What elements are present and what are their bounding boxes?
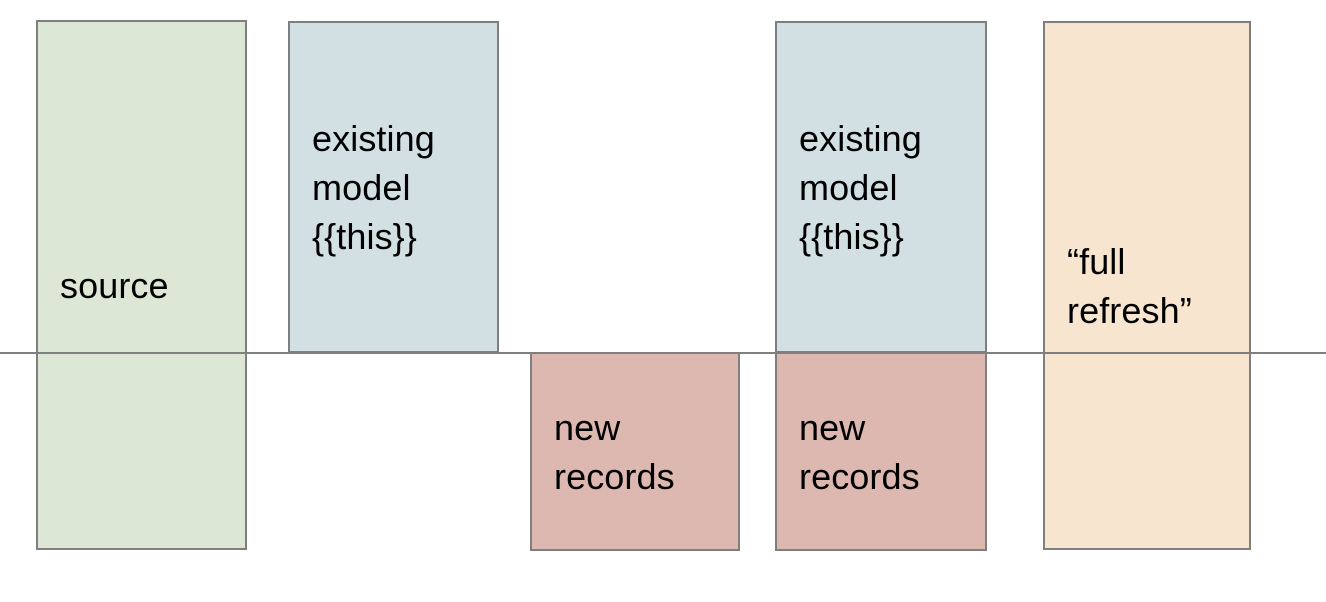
block-new-records-1-label: new records (554, 406, 675, 497)
block-new-records-1[interactable]: new records (530, 352, 740, 551)
block-full-refresh[interactable]: “full refresh” (1043, 21, 1251, 550)
block-existing-model-1[interactable]: existing model {{this}} (288, 21, 499, 353)
block-existing-model-1-label: existing model {{this}} (312, 117, 435, 257)
block-new-records-2-label: new records (799, 406, 920, 497)
block-source[interactable]: source (36, 20, 247, 550)
block-source-label: source (60, 264, 169, 306)
horizontal-reference-line (0, 352, 1326, 354)
block-new-records-2[interactable]: new records (775, 352, 987, 551)
block-full-refresh-label: “full refresh” (1067, 240, 1192, 331)
block-existing-model-2[interactable]: existing model {{this}} (775, 21, 987, 353)
block-existing-model-2-label: existing model {{this}} (799, 117, 922, 257)
